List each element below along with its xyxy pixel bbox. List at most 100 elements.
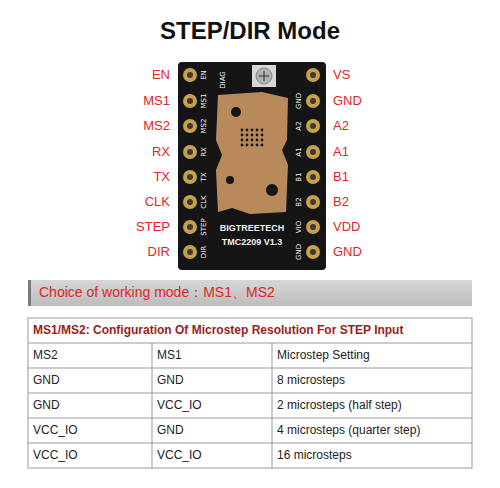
via bbox=[251, 134, 254, 137]
silkscreen-label: DIAG bbox=[220, 71, 228, 89]
pin-label: RX bbox=[152, 145, 170, 159]
table-cell: VCC_IO bbox=[157, 449, 202, 462]
table-cell: 2 microsteps (half step) bbox=[277, 399, 402, 412]
header-pins bbox=[183, 68, 320, 259]
table-rule bbox=[152, 343, 153, 468]
pin-ring bbox=[306, 195, 320, 209]
table-cell: 4 microsteps (quarter step) bbox=[277, 424, 420, 437]
table-cell: GND bbox=[157, 374, 184, 387]
pin-label: CLK bbox=[145, 195, 170, 209]
silkscreen-label: MS2 bbox=[201, 119, 209, 134]
pin-hole bbox=[310, 224, 316, 230]
pin-hole bbox=[187, 123, 193, 129]
via bbox=[256, 144, 259, 147]
table-cell: GND bbox=[33, 374, 60, 387]
table-rule bbox=[28, 443, 472, 444]
copper-pad bbox=[216, 92, 288, 214]
table-grid bbox=[28, 343, 472, 468]
pin-hole bbox=[310, 98, 316, 104]
pin-label: B1 bbox=[333, 170, 349, 184]
via bbox=[251, 144, 254, 147]
table-cell: VCC_IO bbox=[33, 424, 78, 437]
via bbox=[246, 129, 249, 132]
pin-label: MS1 bbox=[143, 94, 170, 108]
table-rule bbox=[28, 368, 472, 369]
pin-label: MS2 bbox=[143, 119, 170, 133]
pin-label: A2 bbox=[333, 119, 349, 133]
copper-gap bbox=[226, 176, 234, 184]
pin-label: B2 bbox=[333, 195, 349, 209]
pin-hole bbox=[310, 174, 316, 180]
via bbox=[241, 129, 244, 132]
silkscreen-label: MS1 bbox=[201, 94, 209, 109]
driver-board: BIGTREETECHTMC2209 V1.3 bbox=[178, 62, 326, 270]
node-text: TMC2209 V1.3 bbox=[222, 236, 283, 250]
pin-ring bbox=[306, 170, 320, 184]
pin-hole bbox=[187, 72, 193, 78]
via bbox=[241, 144, 244, 147]
table-rule bbox=[28, 393, 472, 394]
via bbox=[251, 129, 254, 132]
pin-label: EN bbox=[152, 68, 170, 82]
pin-hole bbox=[187, 98, 193, 104]
pin-ring bbox=[183, 245, 197, 259]
table-border bbox=[28, 318, 472, 468]
pin-ring bbox=[183, 220, 197, 234]
pin-label: A1 bbox=[333, 145, 349, 159]
mode-band: Choice of working mode：MS1、MS2 bbox=[28, 280, 472, 306]
silkscreen-label: GND bbox=[296, 93, 304, 109]
pin-label: VS bbox=[333, 68, 350, 82]
silkscreen-label: TX bbox=[201, 172, 209, 181]
silkscreen-label: VIO bbox=[296, 221, 304, 233]
via bbox=[261, 129, 264, 132]
pin-label: GND bbox=[333, 94, 362, 108]
via bbox=[246, 144, 249, 147]
pin-hole bbox=[310, 249, 316, 255]
pin-ring bbox=[306, 68, 320, 82]
table-rule bbox=[28, 418, 472, 419]
pin-ring bbox=[183, 145, 197, 159]
pin-hole bbox=[187, 149, 193, 155]
via-grid bbox=[241, 129, 264, 147]
pin-label: VDD bbox=[333, 220, 360, 234]
via bbox=[246, 139, 249, 142]
via bbox=[241, 134, 244, 137]
pin-ring bbox=[183, 195, 197, 209]
header-pin bbox=[306, 119, 320, 133]
silkscreen-label: EN bbox=[201, 70, 209, 80]
pin-ring bbox=[183, 170, 197, 184]
header-pin bbox=[306, 94, 320, 108]
pin-ring bbox=[183, 68, 197, 82]
silkscreen-label: RX bbox=[201, 147, 209, 157]
pin-hole bbox=[310, 199, 316, 205]
silkscreen-label: GND bbox=[296, 244, 304, 260]
pcb-board bbox=[178, 62, 326, 270]
silkscreen-label: CLK bbox=[201, 195, 209, 208]
header-pin bbox=[306, 145, 320, 159]
table-cell: VCC_IO bbox=[157, 399, 202, 412]
table-rule bbox=[272, 343, 273, 468]
via bbox=[261, 139, 264, 142]
header-pin bbox=[183, 145, 197, 159]
table-cell: 8 microsteps bbox=[277, 374, 345, 387]
silkscreen-label: B1 bbox=[296, 172, 304, 181]
table-cell: GND bbox=[157, 424, 184, 437]
pin-hole bbox=[187, 249, 193, 255]
pin-ring bbox=[306, 94, 320, 108]
via bbox=[261, 134, 264, 137]
header-pin bbox=[183, 220, 197, 234]
table-cell: Microstep Setting bbox=[277, 349, 370, 362]
copper-gap bbox=[266, 184, 278, 196]
potentiometer-slot bbox=[259, 71, 269, 81]
via bbox=[256, 129, 259, 132]
table-cell: MS2 bbox=[33, 349, 58, 362]
header-pin bbox=[306, 68, 320, 82]
pin-hole bbox=[310, 149, 316, 155]
silkscreen-label: DIR bbox=[201, 246, 209, 258]
header-pin bbox=[183, 119, 197, 133]
pin-hole bbox=[310, 123, 316, 129]
header-pin bbox=[306, 245, 320, 259]
potentiometer-knob bbox=[256, 68, 272, 84]
pin-ring bbox=[306, 245, 320, 259]
